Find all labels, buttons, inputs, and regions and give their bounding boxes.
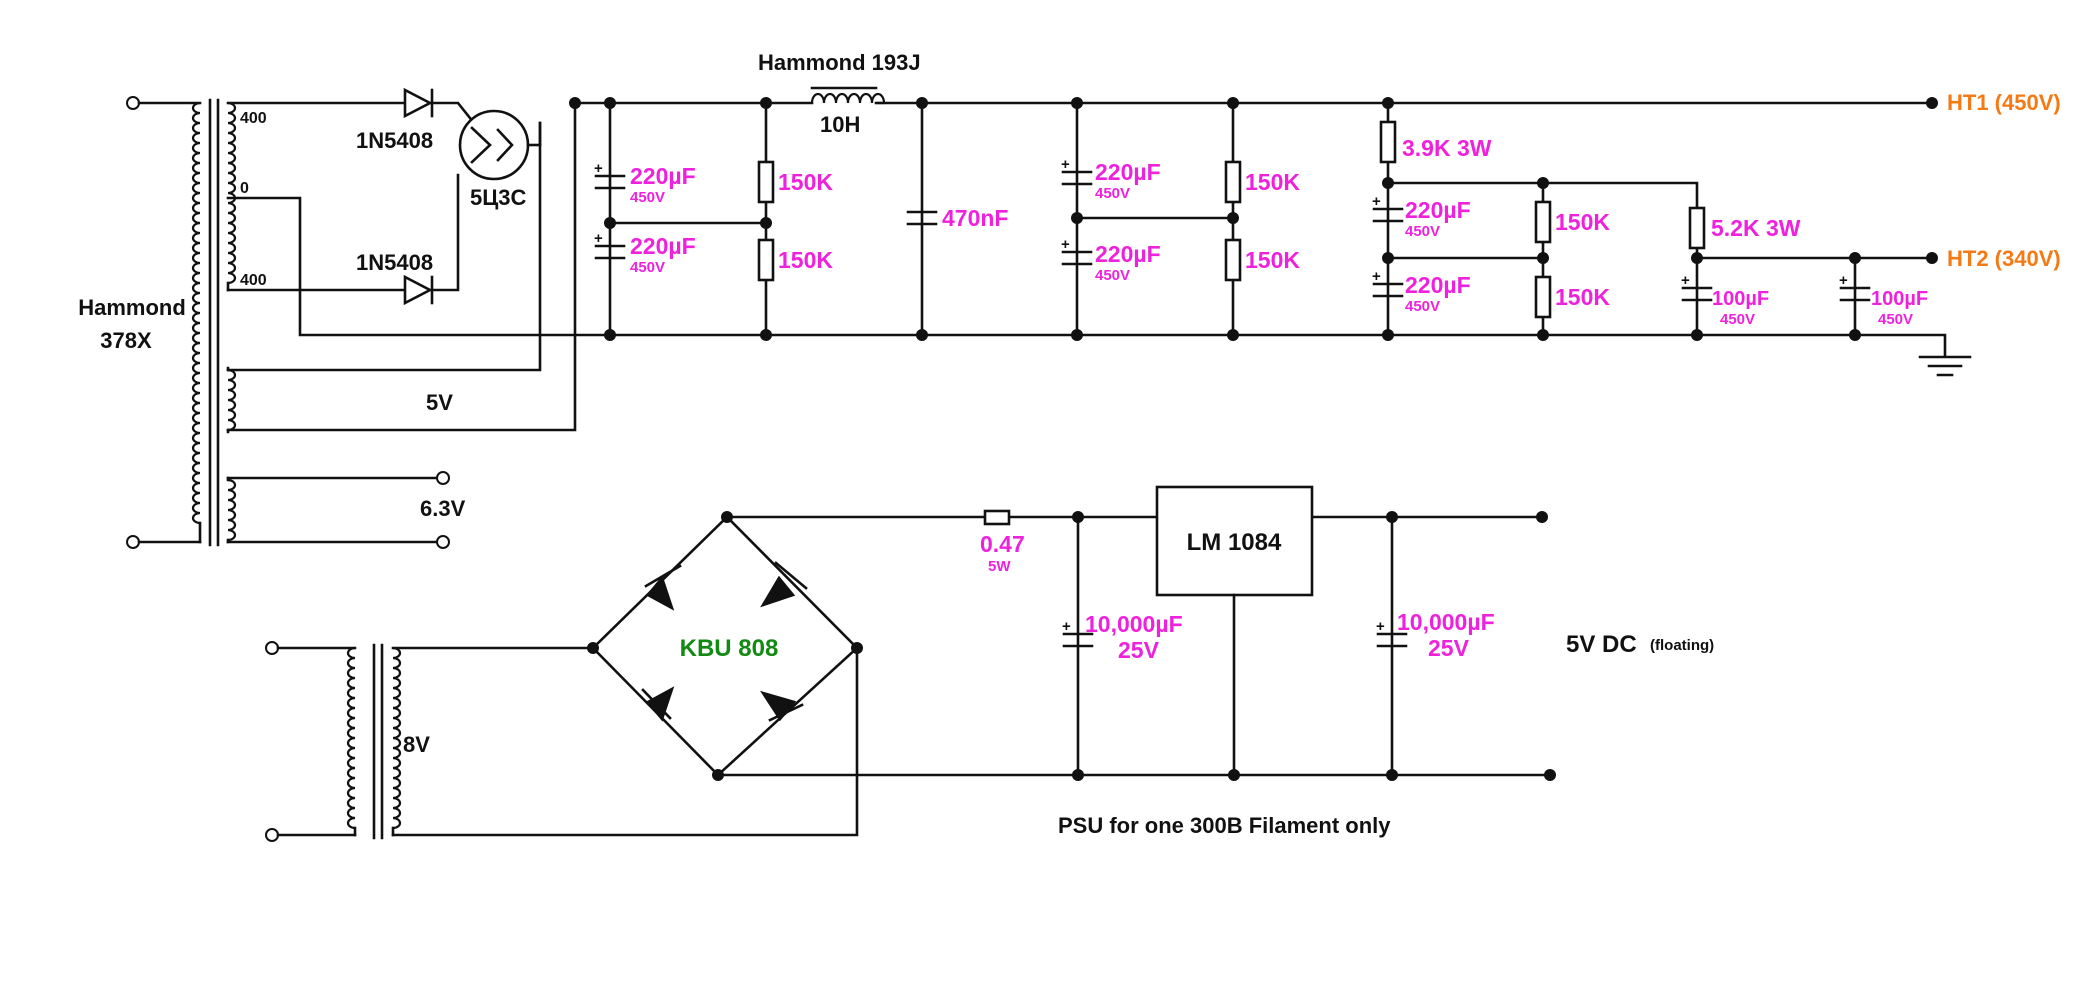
filament-junction-dots bbox=[1072, 511, 1398, 781]
primary-terminal-top bbox=[126, 96, 140, 110]
tap-top-label: 400 bbox=[240, 110, 267, 127]
filament-output-negative bbox=[1544, 769, 1556, 781]
transformer-name: Hammond bbox=[78, 295, 186, 320]
ac-wiring bbox=[391, 646, 859, 837]
cap-out-value: 10,000µF bbox=[1397, 609, 1495, 635]
heater-63v-winding bbox=[226, 476, 237, 544]
r1a-value: 150K bbox=[778, 169, 833, 195]
resistor-r2a bbox=[1224, 160, 1242, 204]
ht1-label: HT1 (450V) bbox=[1947, 90, 2061, 115]
ht1-terminal bbox=[1926, 97, 1938, 109]
resistor-drop1 bbox=[1379, 120, 1397, 164]
resistor-047-watt: 5W bbox=[988, 558, 1011, 575]
rdrop2-value: 5.2K 3W bbox=[1711, 215, 1801, 241]
regulator-label: LM 1084 bbox=[1187, 529, 1282, 556]
c3a-voltage: 450V bbox=[1405, 223, 1440, 240]
c2a-voltage: 450V bbox=[1095, 185, 1130, 202]
primary-winding bbox=[191, 101, 202, 544]
cap-out-voltage: 25V bbox=[1428, 635, 1470, 661]
r1b-value: 150K bbox=[778, 247, 833, 273]
ht2-terminal bbox=[1926, 252, 1938, 264]
diode-bottom-label: 1N5408 bbox=[356, 250, 433, 275]
ht2-label: HT2 (340V) bbox=[1947, 246, 2061, 271]
tap-bottom-label: 400 bbox=[240, 272, 267, 289]
c4a-value: 100µF bbox=[1712, 288, 1769, 310]
diode-top-label: 1N5408 bbox=[356, 128, 433, 153]
stage2-wiring bbox=[1075, 101, 1235, 337]
tube-label: 5Ц3С bbox=[470, 185, 527, 210]
resistor-drop2 bbox=[1688, 206, 1706, 250]
filament-caption: PSU for one 300B Filament only bbox=[1058, 813, 1391, 838]
stage4-wiring bbox=[1695, 256, 1857, 337]
choke bbox=[810, 86, 886, 105]
resistor-r3b bbox=[1534, 275, 1552, 319]
cap-in-value: 10,000µF bbox=[1085, 611, 1183, 637]
c4b-voltage: 450V bbox=[1878, 311, 1913, 328]
choke-value: 10H bbox=[820, 112, 860, 137]
stage1-wiring bbox=[608, 101, 768, 337]
c3b-voltage: 450V bbox=[1405, 298, 1440, 315]
r2a-value: 150K bbox=[1245, 169, 1300, 195]
c3a-value: 220µF bbox=[1405, 197, 1471, 223]
tap-center-label: 0 bbox=[240, 180, 249, 197]
heater-5v-label: 5V bbox=[426, 390, 453, 415]
c4a-voltage: 450V bbox=[1720, 311, 1755, 328]
c1b-voltage: 450V bbox=[630, 259, 665, 276]
junction-dots bbox=[569, 97, 1861, 341]
r3b-value: 150K bbox=[1555, 284, 1610, 310]
heater-63v-terminal-a bbox=[436, 471, 450, 485]
bridge-label: KBU 808 bbox=[680, 635, 779, 662]
c1a-value: 220µF bbox=[630, 163, 696, 189]
filament-transformer bbox=[265, 641, 402, 842]
primary-terminal-bottom bbox=[126, 535, 140, 549]
transformer-model: 378X bbox=[100, 328, 152, 353]
main-transformer: 400 0 400 Hammond 378X 5V 6.3V bbox=[78, 96, 466, 549]
heater-5v-winding bbox=[226, 366, 237, 434]
ground-icon bbox=[1853, 333, 1972, 377]
r3a-value: 150K bbox=[1555, 209, 1610, 235]
choke-name: Hammond 193J bbox=[758, 50, 921, 75]
heater-63v-label: 6.3V bbox=[420, 496, 466, 521]
c2b-voltage: 450V bbox=[1095, 267, 1130, 284]
filament-transformer-label: 8V bbox=[403, 732, 430, 757]
cap-in-voltage: 25V bbox=[1118, 637, 1160, 663]
filament-output-note: (floating) bbox=[1650, 637, 1714, 654]
resistor-r2b bbox=[1224, 238, 1242, 282]
c2a-value: 220µF bbox=[1095, 159, 1161, 185]
diode-bottom bbox=[403, 173, 460, 306]
r2b-value: 150K bbox=[1245, 247, 1300, 273]
rectifier-tube bbox=[458, 109, 542, 181]
c2b-value: 220µF bbox=[1095, 241, 1161, 267]
c3b-value: 220µF bbox=[1405, 272, 1471, 298]
resistor-r1b bbox=[757, 238, 775, 282]
c1a-voltage: 450V bbox=[630, 189, 665, 206]
lm1084-regulator bbox=[1155, 485, 1314, 597]
c4b-value: 100µF bbox=[1871, 288, 1928, 310]
hv-wiring bbox=[226, 101, 1857, 549]
rdrop1-value: 3.9K 3W bbox=[1402, 135, 1492, 161]
heater-63v-terminal-b bbox=[436, 535, 450, 549]
film-cap-value: 470nF bbox=[942, 205, 1008, 231]
resistor-047 bbox=[983, 509, 1011, 526]
filament-output-positive bbox=[1536, 511, 1548, 523]
diode-top bbox=[403, 87, 472, 120]
hv-secondary-winding bbox=[226, 101, 237, 292]
resistor-r1a bbox=[757, 160, 775, 204]
c1b-value: 220µF bbox=[630, 233, 696, 259]
resistor-r3a bbox=[1534, 200, 1552, 244]
filament-output-label: 5V DC bbox=[1566, 631, 1637, 658]
resistor-047-value: 0.47 bbox=[980, 531, 1025, 557]
